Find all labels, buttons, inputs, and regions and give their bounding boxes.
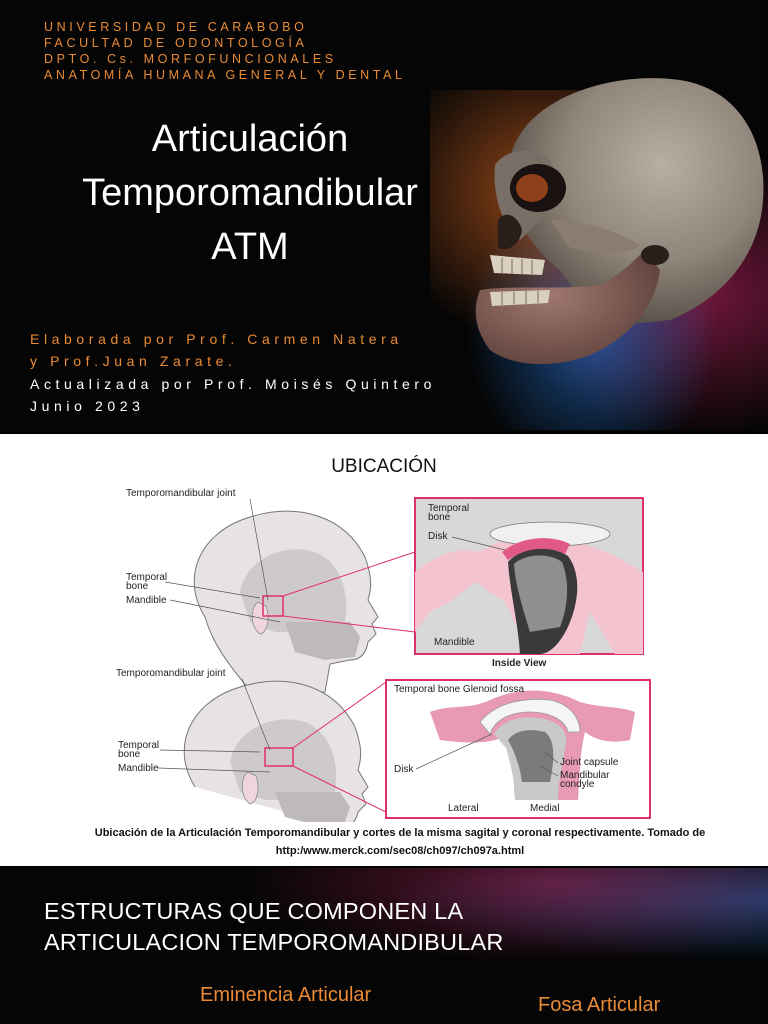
tmj-location-diagram: Temporomandibular joint Temporal bone Ma…	[116, 488, 651, 822]
mandible-label-bottom: Mandible	[118, 763, 159, 774]
date-line: Junio 2023	[30, 398, 145, 414]
tmj-label-bottom: Temporomandibular joint	[116, 668, 226, 679]
temporal-bone-label-bottom-2: bone	[118, 749, 141, 760]
slide-title: UBICACIÓN	[331, 456, 437, 477]
temporal-bone-label-top-2: bone	[126, 581, 149, 592]
department-line: DPTO. Cs. MORFOFUNCIONALES	[44, 52, 337, 66]
structure-item-fosa: Fosa Articular	[538, 994, 661, 1016]
structures-slide: ESTRUCTURAS QUE COMPONEN LA ARTICULACION…	[0, 868, 768, 1024]
head-lateral-bottom	[183, 680, 387, 822]
title-line-1: Articulación	[151, 118, 349, 160]
mandible-label-top: Mandible	[126, 595, 167, 606]
inset-temporal-label-2: bone	[428, 512, 451, 523]
mandibular-condyle-label: Mandibular	[560, 770, 610, 781]
inset-disk-label: Disk	[428, 531, 448, 542]
head-lateral-top	[193, 510, 416, 698]
subject-line: ANATOMÍA HUMANA GENERAL Y DENTAL	[44, 68, 406, 82]
mandibular-condyle-label-2: condyle	[560, 779, 595, 790]
heading-line-2: ARTICULACION TEMPOROMANDIBULAR	[44, 929, 504, 955]
updated-by-line: Actualizada por Prof. Moisés Quintero	[30, 376, 436, 392]
title-slide: UNIVERSIDAD DE CARABOBO FACULTAD DE ODON…	[0, 0, 768, 432]
figure-caption: Ubicación de la Articulación Temporomand…	[94, 827, 706, 839]
author-line-1: Elaborada por Prof. Carmen Natera	[30, 331, 403, 347]
university-line: UNIVERSIDAD DE CARABOBO	[44, 20, 308, 34]
structures-heading: ESTRUCTURAS QUE COMPONEN LA ARTICULACION…	[44, 896, 504, 958]
temporal-bone-label-top: Temporal	[126, 572, 167, 583]
location-slide: UBICACIÓN Temporomandibular joint Tempor…	[0, 434, 768, 866]
title-line-2: Temporomandibular	[82, 172, 418, 214]
inset-glenoid-label: Temporal bone Glenoid fossa	[394, 684, 525, 695]
tmj-label-top: Temporomandibular joint	[126, 488, 236, 499]
faculty-line: FACULTAD DE ODONTOLOGÍA	[44, 36, 308, 50]
author-line-2: y Prof.Juan Zarate.	[30, 353, 237, 369]
joint-capsule-label: Joint capsule	[560, 757, 619, 768]
skull-illustration	[475, 78, 764, 365]
inset-temporal-label: Temporal	[428, 503, 469, 514]
inside-view-caption: Inside View	[492, 658, 547, 669]
inset-mandible-label: Mandible	[434, 637, 475, 648]
temporal-bone-label-bottom: Temporal	[118, 740, 159, 751]
heading-line-1: ESTRUCTURAS QUE COMPONEN LA	[44, 898, 464, 924]
lateral-label: Lateral	[448, 803, 479, 814]
sagittal-inset	[414, 497, 644, 655]
medial-label: Medial	[530, 803, 559, 814]
title-line-3: ATM	[211, 226, 289, 268]
structure-item-eminencia: Eminencia Articular	[200, 984, 372, 1006]
inset-disk-label-bottom: Disk	[394, 764, 414, 775]
coronal-inset	[385, 679, 651, 819]
source-link[interactable]: http:/www.merck.com/sec08/ch097/ch097a.h…	[275, 845, 525, 857]
